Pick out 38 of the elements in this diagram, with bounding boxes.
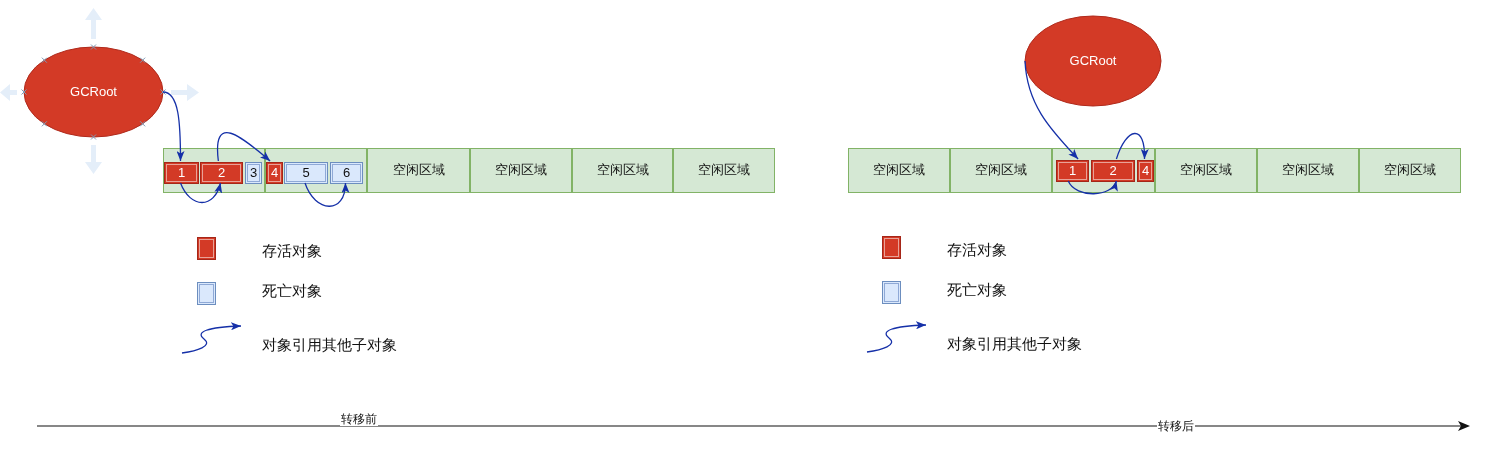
gc-root-ellipse: GCRoot	[20, 43, 167, 141]
memory-region: 空闲区域	[673, 148, 775, 193]
memory-region: 空闲区域	[950, 148, 1052, 193]
reference-arrow	[162, 91, 185, 162]
memory-region: 空闲区域	[848, 148, 950, 193]
reference-arrow	[1024, 60, 1079, 160]
reference-arrow	[1115, 132, 1149, 160]
axis-label: 转移后	[1157, 419, 1195, 433]
legend-label: 死亡对象	[947, 280, 1007, 300]
object-box: 2	[1091, 160, 1135, 182]
memory-region: 空闲区域	[572, 148, 673, 193]
memory-region: 空闲区域	[470, 148, 572, 193]
reference-arrow	[304, 182, 349, 207]
legend-label: 对象引用其他子对象	[262, 335, 397, 355]
object-box: 1	[1056, 160, 1089, 182]
gc-root-ellipse: GCRoot	[1021, 12, 1165, 110]
legend-label: 存活对象	[947, 240, 1007, 260]
legend-label: 对象引用其他子对象	[947, 334, 1082, 354]
memory-region: 空闲区域	[1155, 148, 1257, 193]
object-box: 4	[266, 162, 283, 184]
memory-region	[163, 148, 265, 193]
axis-label: 转移前	[340, 412, 378, 426]
memory-region	[265, 148, 367, 193]
object-box: 5	[284, 162, 328, 184]
legend-label: 死亡对象	[262, 281, 322, 301]
object-box: 3	[245, 162, 262, 184]
object-box: 6	[330, 162, 363, 184]
reference-arrow	[1067, 180, 1118, 195]
reference-arrow	[216, 132, 271, 162]
legend-label: 存活对象	[262, 241, 322, 261]
memory-region: 空闲区域	[1257, 148, 1359, 193]
memory-region: 空闲区域	[1359, 148, 1461, 193]
object-box: 2	[200, 162, 243, 184]
memory-region: 空闲区域	[367, 148, 470, 193]
object-box: 4	[1137, 160, 1154, 182]
object-box: 1	[164, 162, 199, 184]
memory-region	[1052, 148, 1155, 193]
reference-arrow	[179, 182, 222, 204]
